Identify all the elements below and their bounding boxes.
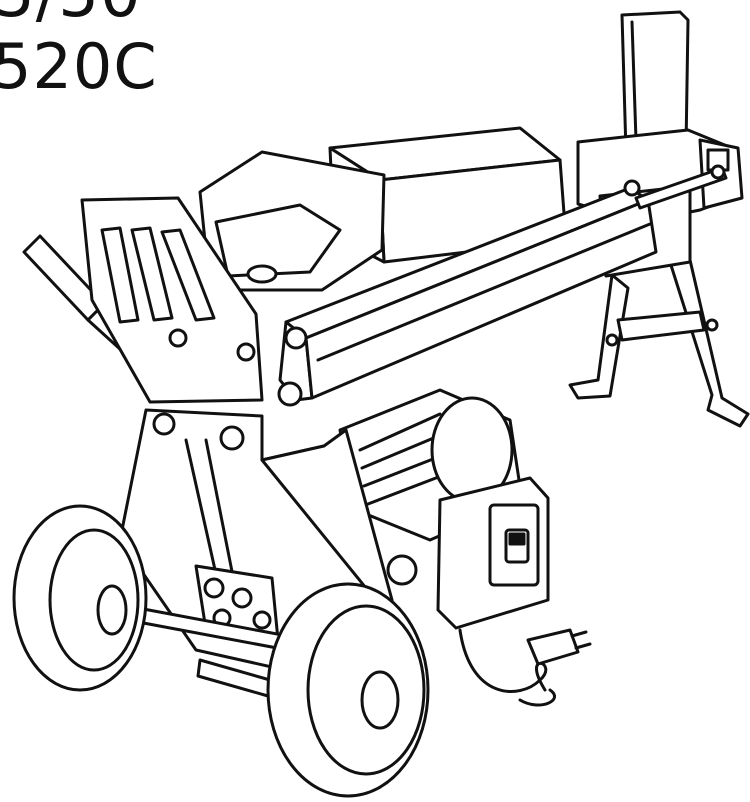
- relief-valve-knob: [388, 556, 416, 584]
- rod-nut: [625, 181, 639, 195]
- cord: [460, 630, 546, 692]
- rear-support-legs: [570, 260, 748, 426]
- wheel-right-hub: [362, 672, 398, 728]
- frame-bolt: [154, 414, 174, 434]
- splitting-wedge: [622, 12, 688, 152]
- plug-prong: [572, 632, 586, 636]
- beam-long-side: [306, 200, 656, 398]
- wedge-blade: [622, 12, 688, 152]
- beam-rib: [318, 224, 650, 360]
- wheel-left: [14, 506, 146, 690]
- power-cord: [460, 630, 590, 705]
- motor-fin: [360, 414, 440, 450]
- wheel-left-rim: [50, 530, 138, 670]
- guard-hole: [170, 330, 186, 346]
- rear-leg-right: [670, 260, 748, 426]
- pump-fitting: [205, 579, 223, 597]
- push-rod: [636, 168, 726, 208]
- guard-hole: [238, 344, 254, 360]
- guard-slot: [132, 228, 172, 320]
- cradle-hole: [248, 266, 276, 282]
- wheel-left-hub: [98, 586, 126, 634]
- pump-fitting: [254, 612, 270, 628]
- rear-leg-brace: [618, 312, 704, 340]
- rear-leg-left: [570, 275, 628, 398]
- frame-bolt: [221, 427, 243, 449]
- beam-bolt: [286, 328, 306, 348]
- switch-box: [438, 478, 548, 628]
- wedge-edge: [632, 22, 636, 140]
- guard-plate: [82, 198, 262, 402]
- cord-tail: [520, 690, 555, 705]
- plug-body: [528, 630, 578, 664]
- rear-leg-bolt: [607, 335, 617, 345]
- model-number-line-2: 520C: [0, 30, 158, 103]
- model-number-line-1: 5/50: [0, 0, 142, 32]
- wheel-right: [268, 584, 428, 796]
- beam-bolt-lower: [279, 383, 301, 405]
- switch-rocker: [510, 534, 524, 544]
- guard-slot: [162, 230, 214, 320]
- rear-leg-bolt: [707, 320, 717, 330]
- front-guard-plate: [82, 198, 262, 402]
- pump-fitting: [233, 589, 251, 607]
- plug-prong: [576, 644, 590, 648]
- guard-slot: [102, 228, 138, 322]
- main-beam: [279, 166, 726, 405]
- rod-end-cap: [712, 166, 724, 178]
